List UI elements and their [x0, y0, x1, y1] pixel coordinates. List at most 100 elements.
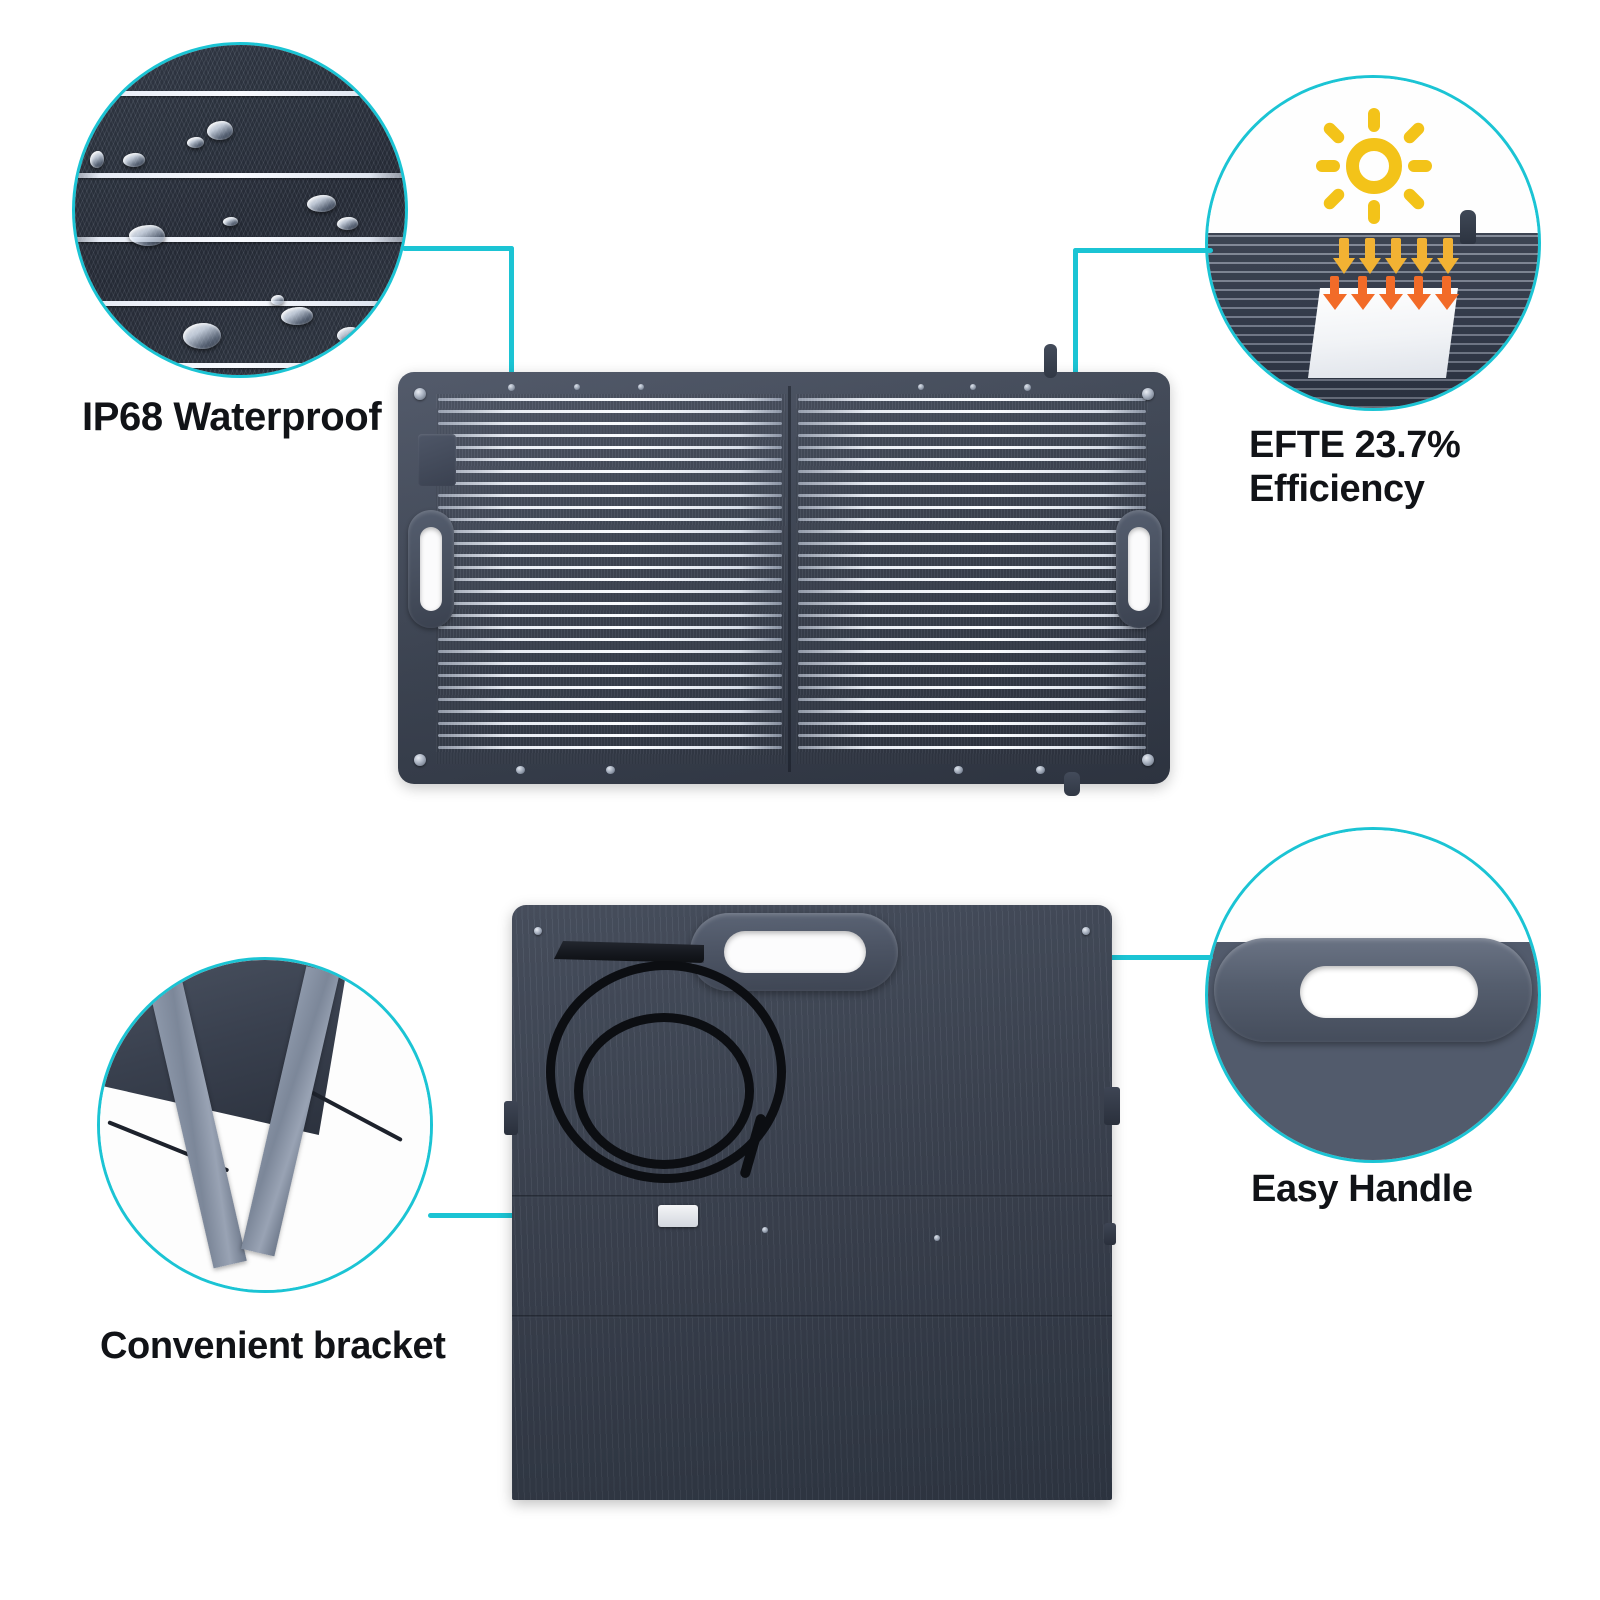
- water-droplet-icon: [307, 195, 336, 212]
- busbar-line: [798, 446, 1146, 449]
- busbar-line: [438, 734, 782, 737]
- busbar-line: [438, 746, 782, 749]
- busbar-line: [438, 674, 782, 677]
- waterproof-panel-texture: [75, 45, 405, 375]
- busbar-line: [75, 173, 405, 178]
- busbar-line: [438, 434, 782, 437]
- busbar-line: [438, 422, 782, 425]
- screw-dot: [508, 384, 515, 391]
- busbar-line: [438, 578, 782, 581]
- side-clip-right: [1104, 1087, 1120, 1125]
- water-droplet-icon: [90, 151, 104, 168]
- screw-dot: [918, 384, 924, 390]
- busbar-line: [798, 590, 1146, 593]
- callout-circle-waterproof: [75, 45, 405, 375]
- busbar-line: [798, 542, 1146, 545]
- water-droplet-icon: [183, 323, 221, 349]
- busbar-line: [798, 566, 1146, 569]
- busbar-line: [438, 410, 782, 413]
- grommet: [534, 927, 542, 935]
- connector-line-efficiency-vertical: [1073, 248, 1078, 438]
- connector-line-handle: [1035, 955, 1213, 960]
- screw-dot: [574, 384, 580, 390]
- busbar-line: [438, 662, 782, 665]
- feature-label-bracket: Convenient bracket: [100, 1325, 446, 1367]
- busbar-line: [798, 734, 1146, 737]
- side-clip-right-lower: [1104, 1223, 1116, 1245]
- busbar-line: [438, 458, 782, 461]
- water-droplet-icon: [207, 121, 233, 140]
- busbar-line: [798, 410, 1146, 413]
- connector-line-efficiency-horizontal: [1073, 248, 1213, 253]
- busbar-line: [798, 710, 1146, 713]
- handle-background-upper: [1208, 830, 1538, 943]
- callout-circle-efficiency: [1208, 78, 1538, 408]
- handle-grip-hole: [1300, 966, 1478, 1018]
- busbar-line: [798, 482, 1146, 485]
- cable-velcro-strap: [554, 941, 704, 963]
- busbar-line: [798, 686, 1146, 689]
- screw-dot: [638, 384, 644, 390]
- output-cable-outer-loop: [546, 961, 786, 1183]
- screw-dot: [762, 1227, 768, 1233]
- screw-dot: [606, 766, 615, 774]
- busbar-line: [438, 542, 782, 545]
- busbar-line: [438, 506, 782, 509]
- cable-connector-plug: [658, 1205, 698, 1227]
- callout-circle-handle: [1208, 830, 1538, 1160]
- screw-dot: [516, 766, 525, 774]
- busbar-line: [438, 602, 782, 605]
- screw-dot: [970, 384, 976, 390]
- busbar-line: [798, 674, 1146, 677]
- busbar-line: [438, 530, 782, 533]
- panel-hang-tab-top: [1044, 344, 1057, 378]
- busbar-line: [798, 626, 1146, 629]
- water-droplet-icon: [281, 307, 313, 325]
- busbar-line: [798, 650, 1146, 653]
- connector-line-waterproof-vertical: [509, 246, 514, 488]
- screw-dot: [934, 1235, 940, 1241]
- callout-circle-bracket: [100, 960, 430, 1290]
- water-droplet-icon: [337, 327, 361, 343]
- busbar-line: [438, 614, 782, 617]
- grommet: [414, 754, 426, 766]
- grommet: [1082, 927, 1090, 935]
- busbar-line: [798, 422, 1146, 425]
- carry-handle-slot-left: [420, 527, 442, 611]
- busbar-line: [75, 237, 405, 242]
- folded-carry-handle-hole: [724, 931, 866, 973]
- panel-fold-seam: [512, 1315, 1112, 1318]
- busbar-line: [438, 398, 782, 401]
- busbar-line: [798, 638, 1146, 641]
- water-droplet-icon: [271, 295, 284, 305]
- busbar-line: [798, 458, 1146, 461]
- busbar-line: [75, 301, 405, 306]
- busbar-line: [798, 746, 1146, 749]
- busbar-line: [75, 363, 405, 368]
- busbar-line: [438, 554, 782, 557]
- carry-handle-slot-right: [1128, 527, 1150, 611]
- panel-edge-tab: [1460, 210, 1476, 244]
- feature-label-handle: Easy Handle: [1251, 1168, 1473, 1210]
- busbar-line: [438, 482, 782, 485]
- water-droplet-icon: [337, 217, 358, 230]
- busbar-line: [438, 626, 782, 629]
- busbar-line: [798, 698, 1146, 701]
- feature-label-efficiency: EFTE 23.7% Efficiency: [1249, 424, 1461, 510]
- busbar-line: [798, 518, 1146, 521]
- feature-label-waterproof: IP68 Waterproof: [82, 395, 382, 439]
- busbar-line: [798, 722, 1146, 725]
- busbar-line: [798, 578, 1146, 581]
- junction-box: [418, 434, 456, 486]
- panel-hang-tab-bottom: [1064, 772, 1080, 796]
- panel-center-fold-seam: [788, 386, 791, 772]
- sun-icon: [1316, 108, 1432, 224]
- busbar-line: [798, 434, 1146, 437]
- busbar-line: [438, 518, 782, 521]
- screw-dot: [1024, 384, 1031, 391]
- grommet: [1142, 388, 1154, 400]
- busbar-line: [438, 446, 782, 449]
- busbar-line: [798, 602, 1146, 605]
- connector-line-waterproof-horizontal: [402, 246, 514, 251]
